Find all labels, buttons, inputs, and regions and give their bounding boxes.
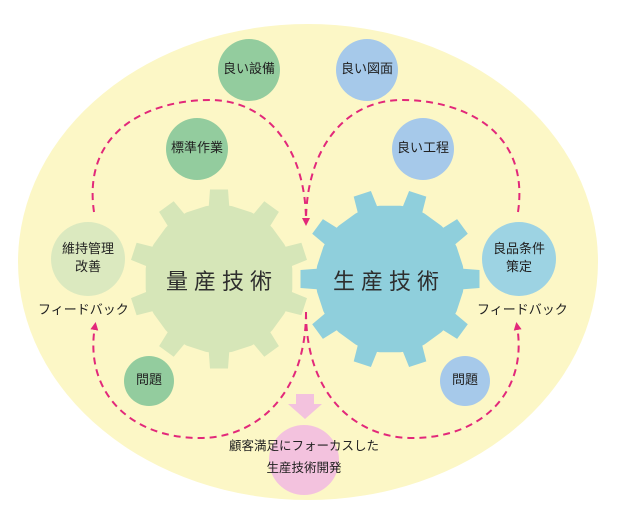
mass-production-title: 量産技術 [165,270,278,295]
problem-right-label: 問題 [451,373,478,388]
right-feedback-loop-bottom [305,311,522,440]
maintenance-line2: 改善 [74,260,101,275]
left-feedback-loop-bottom [90,311,307,440]
problem-left-label: 問題 [135,373,162,388]
maintenance-line1: 維持管理 [61,242,114,257]
down-arrow-icon [288,394,322,419]
good-equipment-circle [218,39,280,101]
outcome-line2: 生産技術開発 [266,460,342,475]
good-process-circle [392,118,454,180]
outcome-circle [269,425,339,495]
production-engineering-gear [300,191,480,367]
conditions-label: 良品条件 策定 [479,240,559,278]
standard-work-circle [166,118,228,180]
mass-production-gear [131,189,307,369]
good-equipment-label: 良い設備 [222,62,275,77]
problem-left-circle [124,356,174,406]
feedback-right-label: フィードバック [477,303,568,318]
good-drawing-circle [336,39,398,101]
maintenance-label: 維持管理 改善 [48,240,128,278]
feedback-left-label: フィードバック [38,303,129,318]
outcome-label: 顧客満足にフォーカスした 生産技術開発 [214,435,394,479]
good-process-label: 良い工程 [396,141,449,156]
good-drawing-label: 良い図面 [340,62,393,77]
production-engineering-title: 生産技術 [332,270,445,295]
conditions-line1: 良品条件 [492,242,545,257]
problem-right-circle [440,356,490,406]
right-feedback-loop-top [305,98,521,223]
outcome-line1: 顧客満足にフォーカスした [228,438,379,453]
standard-work-label: 標準作業 [170,141,223,156]
maintenance-circle [51,222,125,296]
conditions-circle [482,222,556,296]
conditions-line2: 策定 [505,260,532,275]
left-feedback-loop-top [91,98,310,226]
